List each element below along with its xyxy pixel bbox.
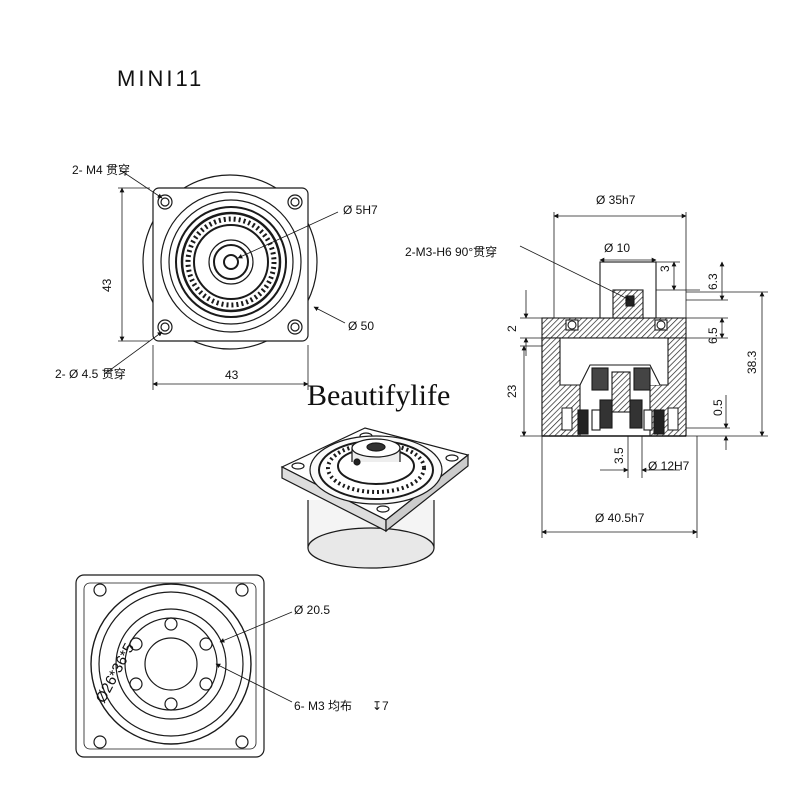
center-bore	[223, 254, 239, 270]
mount-hole	[287, 319, 303, 335]
label-dim-3-5: 3.5	[612, 447, 626, 464]
isometric-view	[280, 427, 470, 569]
m3-hole	[129, 637, 143, 651]
label-dim-23: 23	[505, 384, 519, 398]
label-holes-4-5: 2- Ø 4.5 贯穿	[55, 366, 126, 381]
outer-circle	[142, 174, 318, 350]
depth-symbol: ↧	[372, 699, 382, 713]
label-bore-5h7: Ø 5H7	[343, 203, 378, 217]
label-height-43: 43	[100, 278, 114, 292]
label-outer-50: Ø 50	[348, 319, 374, 333]
section-view	[519, 212, 768, 538]
label-dim-38-3: 38.3	[745, 350, 759, 374]
m3-hole	[199, 637, 213, 651]
label-depth-7: 7	[382, 699, 389, 713]
label-d20-5: Ø 20.5	[294, 603, 330, 617]
label-dim-6-3: 6.3	[706, 273, 720, 290]
label-m4-through: 2- M4 贯穿	[72, 162, 130, 177]
set-screw	[625, 295, 635, 307]
bearing-balls-ring	[185, 216, 277, 308]
label-d35h7: Ø 35h7	[596, 193, 636, 207]
front-view	[105, 169, 346, 390]
bottom-view	[75, 574, 293, 758]
m3-hole	[164, 617, 178, 631]
drawing-title: MINI11	[117, 66, 204, 91]
mount-hole	[157, 194, 173, 210]
label-d40-5h7: Ø 40.5h7	[595, 511, 645, 525]
label-d12h7: Ø 12H7	[648, 459, 690, 473]
label-dim-0-5: 0.5	[711, 399, 725, 416]
label-dim-3: 3	[658, 265, 672, 272]
m3-hole	[199, 677, 213, 691]
m3-hole	[164, 697, 178, 711]
label-width-43: 43	[225, 368, 239, 382]
label-m3-h6: 2-M3-H6 90°贯穿	[405, 244, 497, 259]
label-d10: Ø 10	[604, 241, 630, 255]
watermark-brand: Beautifylife	[307, 379, 450, 412]
label-dim-6-5: 6.5	[706, 327, 720, 344]
mount-hole	[287, 194, 303, 210]
m3-hole	[129, 677, 143, 691]
bottom-square-flange	[75, 574, 265, 758]
label-6-m3: 6- M3 均布	[294, 699, 352, 713]
label-dim-2: 2	[505, 325, 519, 332]
mount-hole	[157, 319, 173, 335]
